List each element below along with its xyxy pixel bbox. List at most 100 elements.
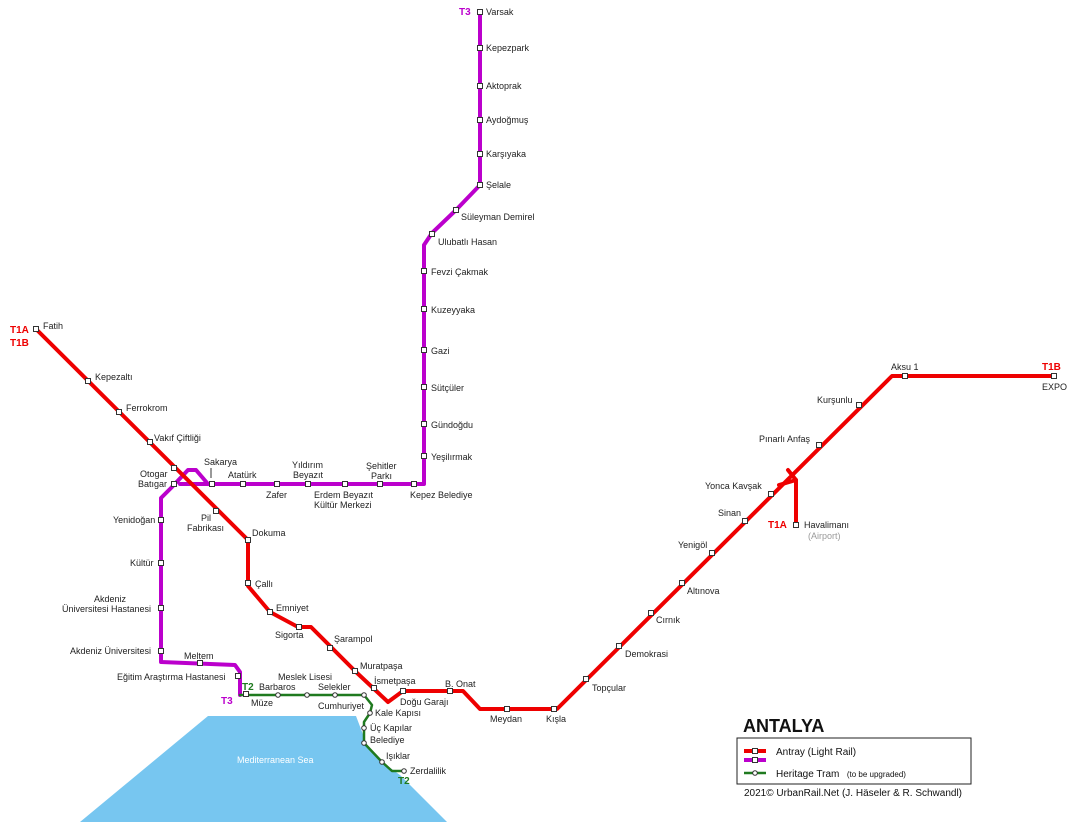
legend-light-rail-marker xyxy=(752,748,758,754)
station-marker xyxy=(296,624,302,630)
station-marker xyxy=(171,465,177,471)
station-marker xyxy=(158,648,164,654)
legend-heritage-label: Heritage Tram (to be upgraded) xyxy=(776,764,906,781)
station-label: (Airport) xyxy=(808,531,841,541)
t1b-tag-east: T1B xyxy=(1042,362,1061,373)
station-marker xyxy=(267,609,273,615)
station-label: Kışla xyxy=(546,714,566,724)
t1a-tag-east: T1A xyxy=(768,520,787,531)
station-label: Beyazıt xyxy=(293,470,324,480)
t2-tag-west: T2 xyxy=(242,682,254,693)
station-label: Zafer xyxy=(266,490,287,500)
station-marker xyxy=(209,481,215,487)
station-marker xyxy=(245,537,251,543)
station-marker xyxy=(116,409,122,415)
station-label: Kuzeyyaka xyxy=(431,305,475,315)
t1a-tag-west: T1A xyxy=(10,325,29,336)
station-label: Yıldırım xyxy=(292,460,323,470)
station-marker xyxy=(477,83,483,89)
station-label: Cırnık xyxy=(656,615,681,625)
station-label: Demokrasi xyxy=(625,649,668,659)
station-marker xyxy=(421,306,427,312)
station-label: Akdeniz xyxy=(94,594,127,604)
station-label: Üniversitesi Hastanesi xyxy=(62,604,151,614)
station-marker xyxy=(1051,373,1057,379)
station-label: Kepezaltı xyxy=(95,372,133,382)
station-label: Kepezpark xyxy=(486,43,530,53)
station-marker xyxy=(616,643,622,649)
legend-heritage-note: (to be upgraded) xyxy=(847,770,906,779)
legend-heritage-text: Heritage Tram xyxy=(776,769,839,780)
station-marker xyxy=(371,685,377,691)
station-label: Aktoprak xyxy=(486,81,522,91)
station-marker xyxy=(361,692,367,698)
t3-tag-north: T3 xyxy=(459,7,471,18)
station-marker xyxy=(243,691,249,697)
mediterranean-sea xyxy=(80,716,447,822)
station-marker xyxy=(421,384,427,390)
credit-line: 2021© UrbanRail.Net (J. Häseler & R. Sch… xyxy=(744,788,962,799)
station-label: Otogar xyxy=(140,469,168,479)
t2-line xyxy=(238,693,406,773)
station-label: Fabrikası xyxy=(187,523,224,533)
legend: Antray (Light Rail) Heritage Tram (to be… xyxy=(736,737,972,785)
station-marker xyxy=(421,347,427,353)
station-label: Zerdalilik xyxy=(410,766,447,776)
station-marker xyxy=(352,668,358,674)
station-label: Aksu 1 xyxy=(891,362,919,372)
station-marker xyxy=(648,610,654,616)
legend-box xyxy=(736,737,972,785)
station-marker xyxy=(361,725,367,731)
legend-light-rail-label: Antray (Light Rail) xyxy=(776,747,856,758)
station-label: Ulubatlı Hasan xyxy=(438,237,497,247)
station-label: B. Onat xyxy=(445,679,476,689)
legend-heritage-marker xyxy=(752,770,758,776)
station-label: Şehitler xyxy=(366,461,397,471)
station-label: Gazi xyxy=(431,346,450,356)
t2-tag-south: T2 xyxy=(398,776,410,787)
station-marker xyxy=(421,268,427,274)
station-label: Fatih xyxy=(43,321,63,331)
station-marker xyxy=(245,580,251,586)
station-label: Parkı xyxy=(371,471,392,481)
station-label: Meydan xyxy=(490,714,522,724)
station-label: Dokuma xyxy=(252,528,286,538)
station-label: Batıgar xyxy=(138,479,167,489)
station-marker xyxy=(171,481,177,487)
station-label: Muratpaşa xyxy=(360,661,403,671)
station-marker xyxy=(453,207,459,213)
station-label: Topçular xyxy=(592,683,626,693)
station-label: Vakıf Çiftliği xyxy=(154,433,201,443)
station-label: Sütçüler xyxy=(431,383,464,393)
station-marker xyxy=(305,481,311,487)
station-label: Meltem xyxy=(184,651,214,661)
station-label: Kültür xyxy=(130,558,154,568)
station-marker xyxy=(679,580,685,586)
station-label: Sakarya xyxy=(204,457,237,467)
station-label: Erdem Beyazıt xyxy=(314,490,374,500)
station-label: Pil xyxy=(201,513,211,523)
station-label: Selekler xyxy=(318,682,351,692)
station-label: Meslek Lisesi xyxy=(278,672,332,682)
station-label: Akdeniz Üniversitesi xyxy=(70,646,151,656)
station-label: Pınarlı Anfaş xyxy=(759,434,811,444)
station-label: Kurşunlu xyxy=(817,395,853,405)
station-marker xyxy=(429,231,435,237)
station-marker xyxy=(504,706,510,712)
station-label: Yenigöl xyxy=(678,540,707,550)
station-label: Fevzi Çakmak xyxy=(431,267,489,277)
station-marker xyxy=(332,692,338,698)
station-marker xyxy=(551,706,557,712)
station-markers xyxy=(33,9,1057,774)
station-marker xyxy=(583,676,589,682)
station-marker xyxy=(235,673,241,679)
station-marker xyxy=(158,517,164,523)
station-label: Ferrokrom xyxy=(126,403,168,413)
station-marker xyxy=(33,326,39,332)
station-marker xyxy=(377,481,383,487)
station-label: Süleyman Demirel xyxy=(461,212,535,222)
station-marker xyxy=(367,710,373,716)
station-label: Yenidoğan xyxy=(113,515,155,525)
station-marker xyxy=(327,645,333,651)
